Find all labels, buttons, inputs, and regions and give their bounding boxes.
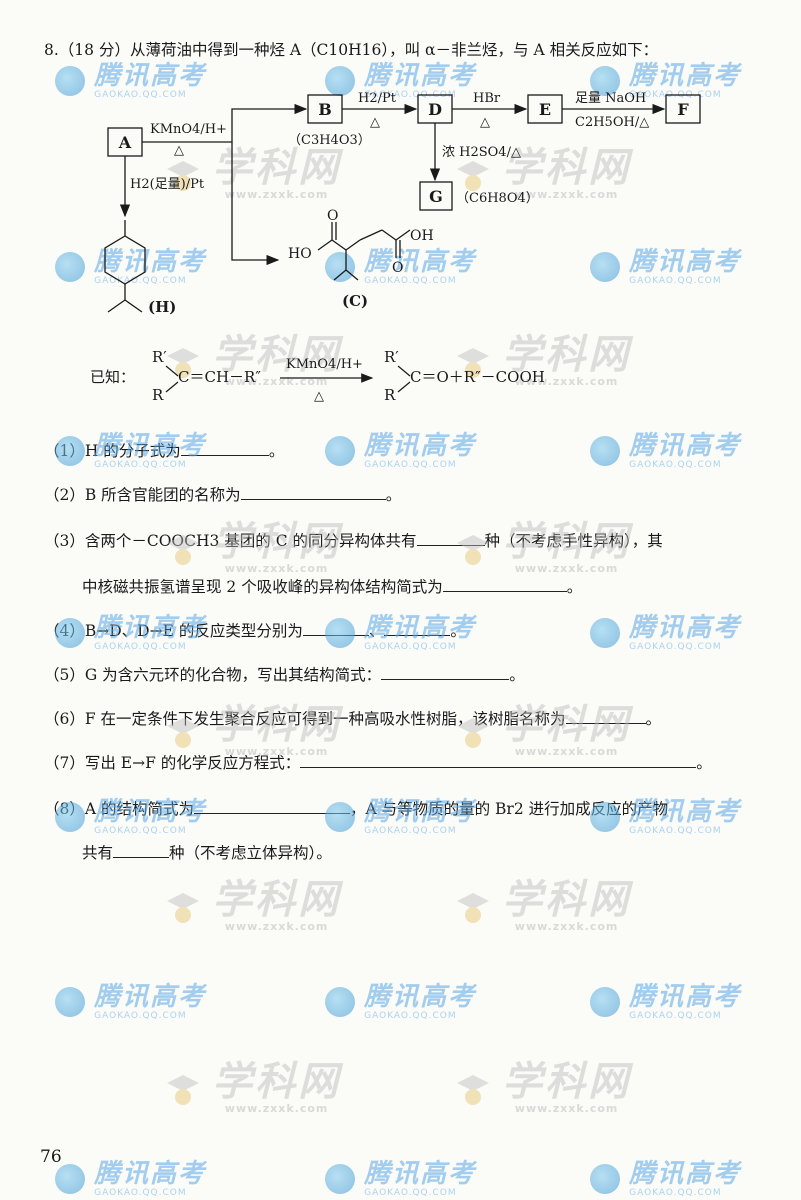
reagent-a-to-b: KMnO4/H+ <box>150 122 227 137</box>
arrow-a-to-c <box>231 142 280 266</box>
known-product-r: R <box>384 386 396 404</box>
box-g <box>419 181 453 211</box>
tengxun-logo-icon <box>590 987 620 1017</box>
tengxun-logo-icon <box>325 1164 355 1194</box>
reagent-b-to-d: H2/Pt <box>358 91 397 106</box>
heat-d-to-e: △ <box>480 115 490 130</box>
answer-blank[interactable] <box>302 620 369 636</box>
part-1: （1）H 的分子式为。 <box>44 440 285 460</box>
reagent-d-to-e: HBr <box>473 91 501 106</box>
answer-blank[interactable] <box>565 708 646 724</box>
tengxun-logo-icon <box>55 987 85 1017</box>
node-f: F <box>677 100 689 119</box>
graduation-cap-icon <box>457 1074 489 1105</box>
answer-blank[interactable] <box>381 664 510 680</box>
reaction-scheme: A B D E F G KMnO4/H+ △ （C3H4O3） H2/Pt △ … <box>104 91 701 316</box>
tengxun-logo-icon <box>55 1164 85 1194</box>
heat-b-to-d: △ <box>370 115 380 130</box>
tengxun-logo-icon <box>325 987 355 1017</box>
tengxun-logo-icon <box>590 618 620 648</box>
answer-blank[interactable] <box>384 620 451 636</box>
node-e: E <box>539 100 551 119</box>
reagent-a-to-h: H2(足量)/Pt <box>130 177 205 192</box>
arrow-a-to-b <box>142 103 308 143</box>
node-g-formula: （C6H8O4） <box>456 191 539 206</box>
c-group-right: OH <box>410 228 434 244</box>
part-3-cont: 中核磁共振氢谱呈现 2 个吸收峰的异构体结构简式为。 <box>82 576 583 596</box>
c-o-right: O <box>392 260 403 276</box>
c-group-left: HO <box>288 246 312 262</box>
part-8: （8）A 的结构简式为，A 与等物质的量的 Br2 进行加成反应的产物 <box>44 798 669 818</box>
structure-h <box>104 220 146 313</box>
node-d: D <box>428 100 442 119</box>
node-h-label: (H) <box>148 298 176 316</box>
c-o-left: O <box>327 208 338 224</box>
answer-blank[interactable] <box>180 440 269 456</box>
node-a: A <box>118 133 132 152</box>
page-number: 76 <box>40 1147 62 1167</box>
part-7: （7）写出 E→F 的化学反应方程式：。 <box>44 752 712 772</box>
node-b-formula: （C3H4O3） <box>288 133 371 148</box>
answer-blank[interactable] <box>240 484 386 500</box>
known-reactant-r-prime: R′ <box>152 348 167 366</box>
part-4: （4）B→D、D→E 的反应类型分别为、。 <box>44 620 466 640</box>
known-reaction: 已知： R′ R C＝CH－R″ KMnO4/H+ △ R′ R C＝O＋R″－… <box>90 348 545 404</box>
question-intro: 8.（18 分）从薄荷油中得到一种烃 A（C10H16），叫 α－非兰烃，与 A… <box>44 41 659 59</box>
reagent-d-to-g: 浓 H2SO4/△ <box>442 145 521 160</box>
known-reagent: KMnO4/H+ <box>286 357 363 372</box>
answer-blank[interactable] <box>193 798 350 814</box>
part-5: （5）G 为含六元环的化合物，写出其结构简式：。 <box>44 664 525 684</box>
reagent-e-to-f-top: 足量 NaOH <box>575 91 646 106</box>
graduation-cap-icon <box>167 1074 199 1105</box>
known-product-r-prime: R′ <box>384 348 399 366</box>
graduation-cap-icon <box>457 892 489 923</box>
known-product: C＝O＋R″－COOH <box>410 368 545 386</box>
answer-blank[interactable] <box>442 576 567 592</box>
part-3: （3）含两个－COOCH3 基团的 C 的同分异构体共有种（不考虑手性异构），其 <box>44 530 663 550</box>
known-heat: △ <box>314 389 324 404</box>
tengxun-logo-icon <box>325 436 355 466</box>
tengxun-logo-icon <box>590 436 620 466</box>
known-label: 已知： <box>90 368 135 386</box>
part-2: （2）B 所含官能团的名称为。 <box>44 484 402 504</box>
node-c-label: (C) <box>342 292 368 310</box>
answer-blank[interactable] <box>416 530 485 546</box>
heat-a-to-b: △ <box>174 143 184 158</box>
graduation-cap-icon <box>167 892 199 923</box>
known-reactant-r: R <box>152 386 164 404</box>
answer-blank[interactable] <box>113 842 170 858</box>
known-reactant-tail: C＝CH－R″ <box>178 368 261 386</box>
part-8-cont: 共有种（不考虑立体异构）。 <box>82 842 332 862</box>
box-f <box>665 94 701 124</box>
tengxun-logo-icon <box>590 1164 620 1194</box>
answer-blank[interactable] <box>300 752 697 768</box>
reagent-e-to-f-bottom: C2H5OH/△ <box>575 115 649 130</box>
node-b: B <box>318 100 332 119</box>
node-g: G <box>429 187 443 206</box>
part-6: （6）F 在一定条件下发生聚合反应可得到一种高吸水性树脂，该树脂名称为。 <box>44 708 662 728</box>
